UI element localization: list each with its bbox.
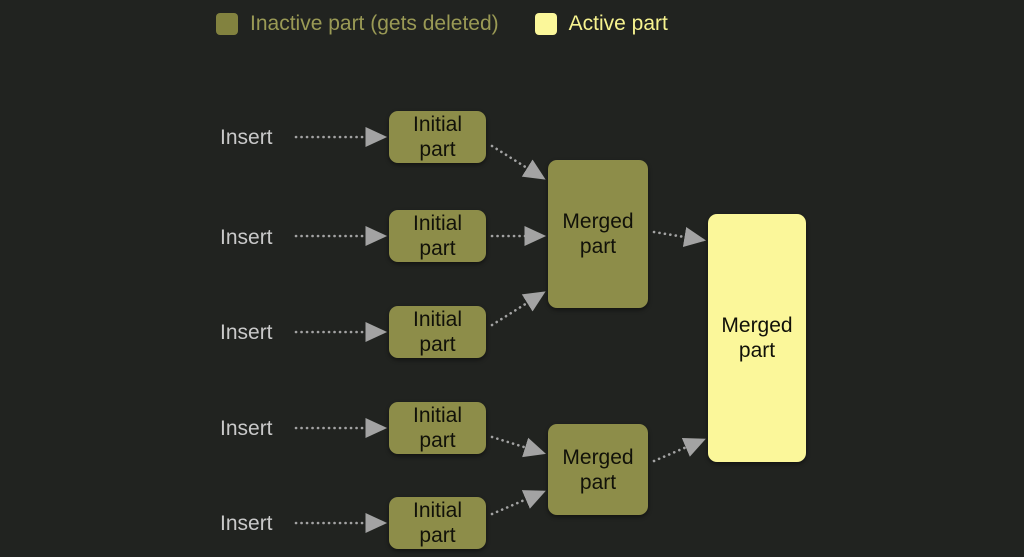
edge-merged-part-1-to-final-part bbox=[652, 226, 707, 247]
insert-label-3: Insert bbox=[220, 321, 273, 344]
merged-part-line2: part bbox=[579, 235, 617, 258]
initial-part-line1: Initial bbox=[412, 113, 463, 136]
initial-part-line1: Initial bbox=[412, 212, 463, 235]
inactive-color-swatch bbox=[216, 13, 238, 35]
legend-item-active: Active part bbox=[534, 12, 668, 35]
initial-part-line2: part bbox=[419, 138, 456, 161]
insert-label-2: Insert bbox=[220, 226, 273, 249]
legend: Inactive part (gets deleted) Active part bbox=[216, 8, 668, 40]
merged-part-line2: part bbox=[579, 470, 617, 494]
initial-part-line2: part bbox=[419, 429, 456, 452]
initial-part-line2: part bbox=[419, 333, 456, 356]
active-color-swatch bbox=[534, 13, 557, 35]
initial-part-line1: Initial bbox=[412, 308, 463, 331]
edge-merged-part-2-to-final-part bbox=[652, 438, 706, 463]
merged-part-line1: Merged bbox=[562, 210, 634, 233]
final-part-line2: part bbox=[738, 339, 776, 362]
legend-label-active: Active part bbox=[568, 12, 668, 35]
insert-label-4: Insert bbox=[220, 417, 273, 440]
initial-part-line1: Initial bbox=[412, 499, 463, 522]
insert-label-1: Insert bbox=[220, 126, 273, 149]
insert-label-5: Insert bbox=[220, 512, 273, 535]
edge-initial-part-5-to-merged-part-2 bbox=[490, 490, 546, 516]
initial-part-line2: part bbox=[419, 237, 456, 260]
legend-label-inactive: Inactive part (gets deleted) bbox=[250, 12, 499, 35]
merged-part-line1: Merged bbox=[562, 445, 634, 469]
edge-initial-part-3-to-merged-part-1 bbox=[490, 291, 546, 327]
edge-initial-part-4-to-merged-part-2 bbox=[490, 435, 546, 458]
initial-part-line1: Initial bbox=[412, 404, 463, 427]
edge-initial-part-1-to-merged-part-1 bbox=[490, 144, 546, 180]
initial-part-line2: part bbox=[419, 524, 456, 547]
final-part-line1: Merged bbox=[721, 314, 793, 337]
legend-item-inactive: Inactive part (gets deleted) bbox=[216, 13, 499, 35]
